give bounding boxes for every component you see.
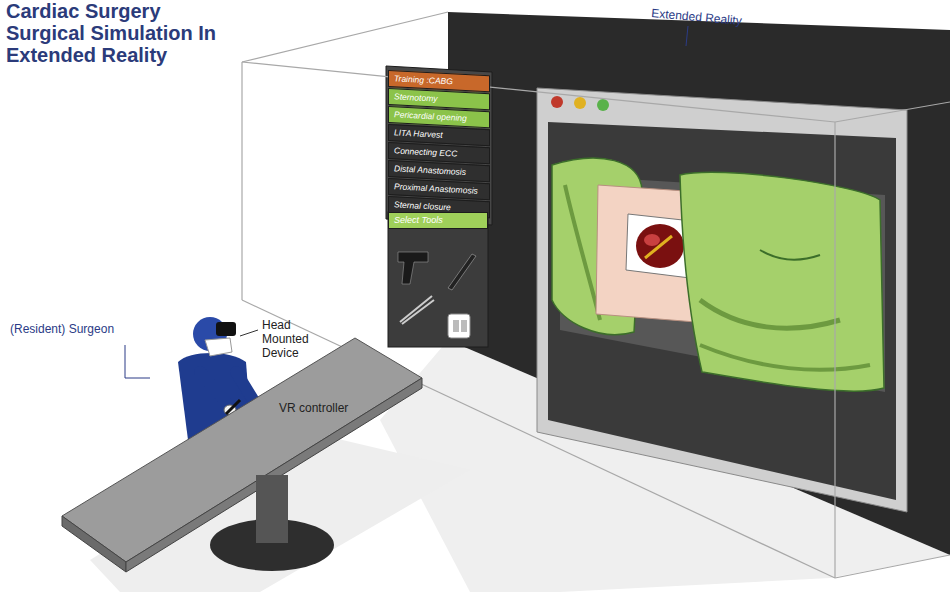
heart [636,224,684,268]
heart-vessel [645,236,672,258]
menu-panel [386,66,492,225]
drape-fold [700,300,840,328]
surgical-drape [680,172,884,391]
diagram-title: Cardiac Surgery Surgical Simulation In E… [6,0,231,66]
heart-highlight [644,234,660,246]
head-mounted-device [216,322,236,336]
table-pedestal [256,475,288,543]
xr-boundary [242,12,950,578]
window-dot [597,99,609,111]
scalpel-icon [448,254,476,290]
callout-label: Head Mounted Device [262,318,316,360]
drill-icon [398,252,428,284]
surgeon-mask [205,338,232,356]
drape-fold [565,185,600,320]
surgeon-arm [200,372,232,410]
module-icon [461,320,467,332]
leader-line [240,330,258,336]
screen-frame [537,88,907,512]
table-side [62,516,126,572]
drape-fold [760,250,820,260]
callout-label: (Resident) Surgeon [10,322,140,336]
leader-line [686,26,688,46]
module-icon [453,320,459,332]
xr-back-panel [448,12,950,555]
drape-fold [700,345,870,370]
tools-panel: Select Tools [388,212,488,347]
module-icon [448,314,470,338]
leader-line [125,345,150,378]
tools-panel [388,212,488,347]
panel-heading: Select Tools [388,212,488,229]
forceps-icon [400,296,434,324]
window-dot [551,96,563,108]
callout-label: VR controller [279,401,389,415]
table-side [126,378,422,572]
window-dot [574,97,586,109]
screen-view [548,122,896,500]
